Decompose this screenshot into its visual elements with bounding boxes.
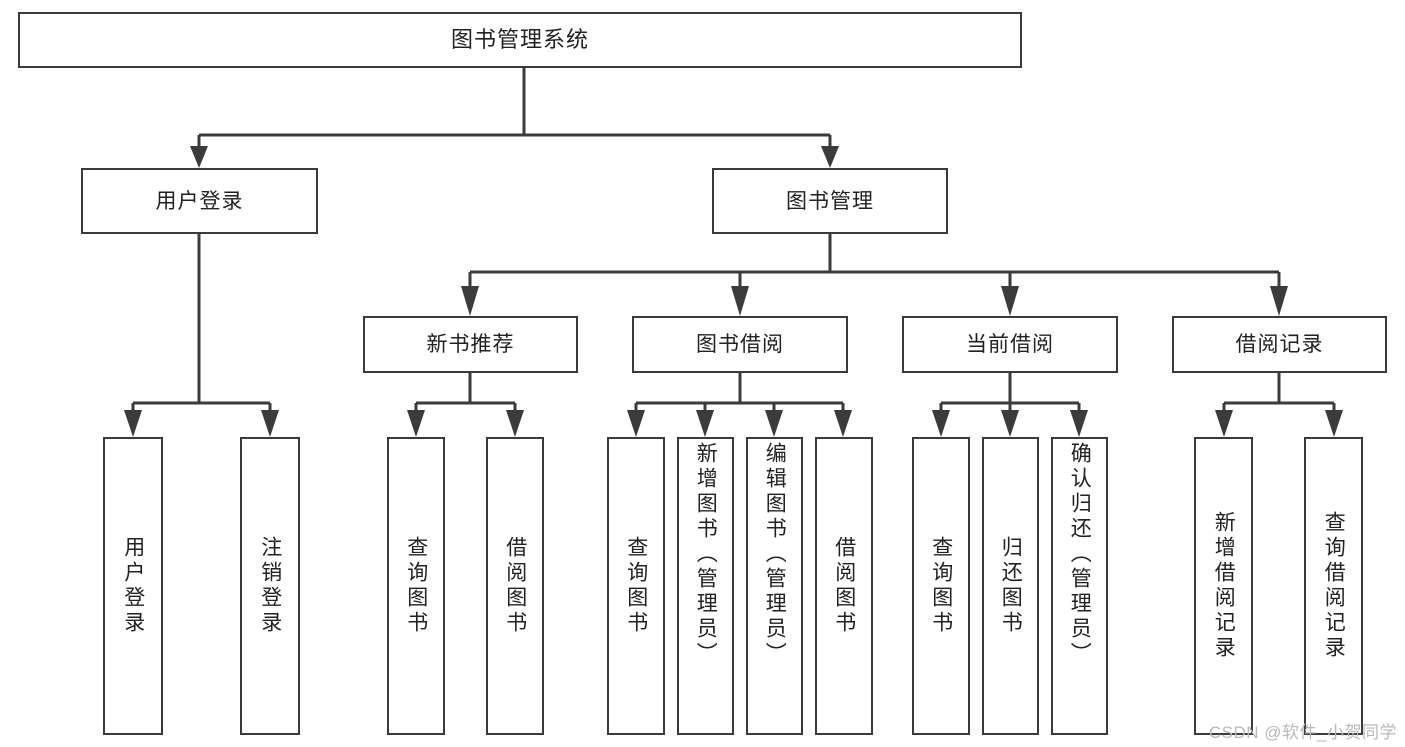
- leaf-user-login[interactable]: 用户登录: [103, 437, 163, 735]
- leaf-borrow-book[interactable]: 借阅图书: [815, 437, 873, 735]
- leaf-label: 确认归还（管理员）: [1068, 442, 1092, 667]
- leaf-label: 查询图书: [404, 536, 428, 636]
- watermark-text: CSDN @软件_小贺同学: [1208, 723, 1397, 742]
- leaf-add-book-admin[interactable]: 新增图书（管理员）: [677, 437, 734, 735]
- node-book-borrow[interactable]: 图书借阅: [632, 316, 848, 373]
- arrowhead-bb-leaf4: [834, 410, 852, 437]
- node-book-management-system[interactable]: 图书管理系统: [18, 12, 1022, 68]
- leaf-label: 归还图书: [999, 536, 1023, 636]
- node-current-borrow[interactable]: 当前借阅: [902, 316, 1118, 373]
- arrowhead-cb-leaf3: [1070, 410, 1088, 437]
- arrowhead-new-book: [461, 286, 479, 316]
- leaf-edit-book-admin[interactable]: 编辑图书（管理员）: [746, 437, 803, 735]
- leaf-label: 借阅图书: [832, 536, 856, 636]
- leaf-return-book[interactable]: 归还图书: [982, 437, 1039, 735]
- leaf-query-book-recommend[interactable]: 查询图书: [387, 437, 445, 735]
- node-label: 新书推荐: [426, 333, 515, 356]
- leaf-label: 用户登录: [121, 536, 145, 636]
- node-label: 当前借阅: [966, 333, 1054, 356]
- node-label: 用户登录: [155, 189, 244, 213]
- arrowhead-bb-leaf3: [765, 410, 783, 437]
- arrowhead-nb-leaf2: [506, 410, 524, 437]
- leaf-query-borrow-record[interactable]: 查询借阅记录: [1304, 437, 1363, 735]
- leaf-borrow-book-recommend[interactable]: 借阅图书: [486, 437, 544, 735]
- arrowhead-bb-leaf1: [627, 410, 645, 437]
- arrowhead-nb-leaf1: [407, 410, 425, 437]
- arrowhead-leaf-logout: [261, 410, 279, 437]
- arrowhead-leaf-user-login: [124, 410, 142, 437]
- node-user-login[interactable]: 用户登录: [81, 168, 318, 234]
- node-label: 图书借阅: [696, 333, 784, 356]
- arrowhead-cb-leaf1: [932, 410, 950, 437]
- node-label: 借阅记录: [1235, 333, 1324, 356]
- arrowhead-cb-leaf2: [1001, 410, 1019, 437]
- leaf-label: 查询借阅记录: [1322, 511, 1346, 661]
- node-new-book-recommend[interactable]: 新书推荐: [363, 316, 578, 373]
- node-book-management[interactable]: 图书管理: [712, 168, 948, 234]
- leaf-label: 新增图书（管理员）: [694, 442, 718, 667]
- leaf-logout[interactable]: 注销登录: [240, 437, 300, 735]
- arrowhead-br-leaf1: [1215, 410, 1233, 437]
- leaf-confirm-return-admin[interactable]: 确认归还（管理员）: [1051, 437, 1108, 735]
- arrowhead-bb-leaf2: [696, 410, 714, 437]
- arrowhead-book-mgmt: [821, 146, 839, 168]
- leaf-label: 查询图书: [929, 536, 953, 636]
- leaf-label: 查询图书: [624, 536, 648, 636]
- node-label: 图书管理系统: [450, 27, 589, 52]
- node-borrow-record[interactable]: 借阅记录: [1172, 316, 1387, 373]
- leaf-label: 编辑图书（管理员）: [763, 442, 787, 667]
- leaf-label: 借阅图书: [503, 536, 527, 636]
- leaf-query-book-borrow[interactable]: 查询图书: [607, 437, 665, 735]
- arrowhead-borrow-record: [1270, 286, 1288, 316]
- leaf-label: 新增借阅记录: [1212, 511, 1236, 661]
- leaf-label: 注销登录: [258, 536, 282, 636]
- leaf-add-borrow-record[interactable]: 新增借阅记录: [1194, 437, 1253, 735]
- arrowhead-current-borrow: [1001, 286, 1019, 316]
- node-label: 图书管理: [786, 189, 874, 213]
- arrowhead-br-leaf2: [1325, 410, 1343, 437]
- arrowhead-user-login: [190, 146, 208, 168]
- arrowhead-book-borrow: [731, 286, 749, 316]
- leaf-query-book-current[interactable]: 查询图书: [912, 437, 970, 735]
